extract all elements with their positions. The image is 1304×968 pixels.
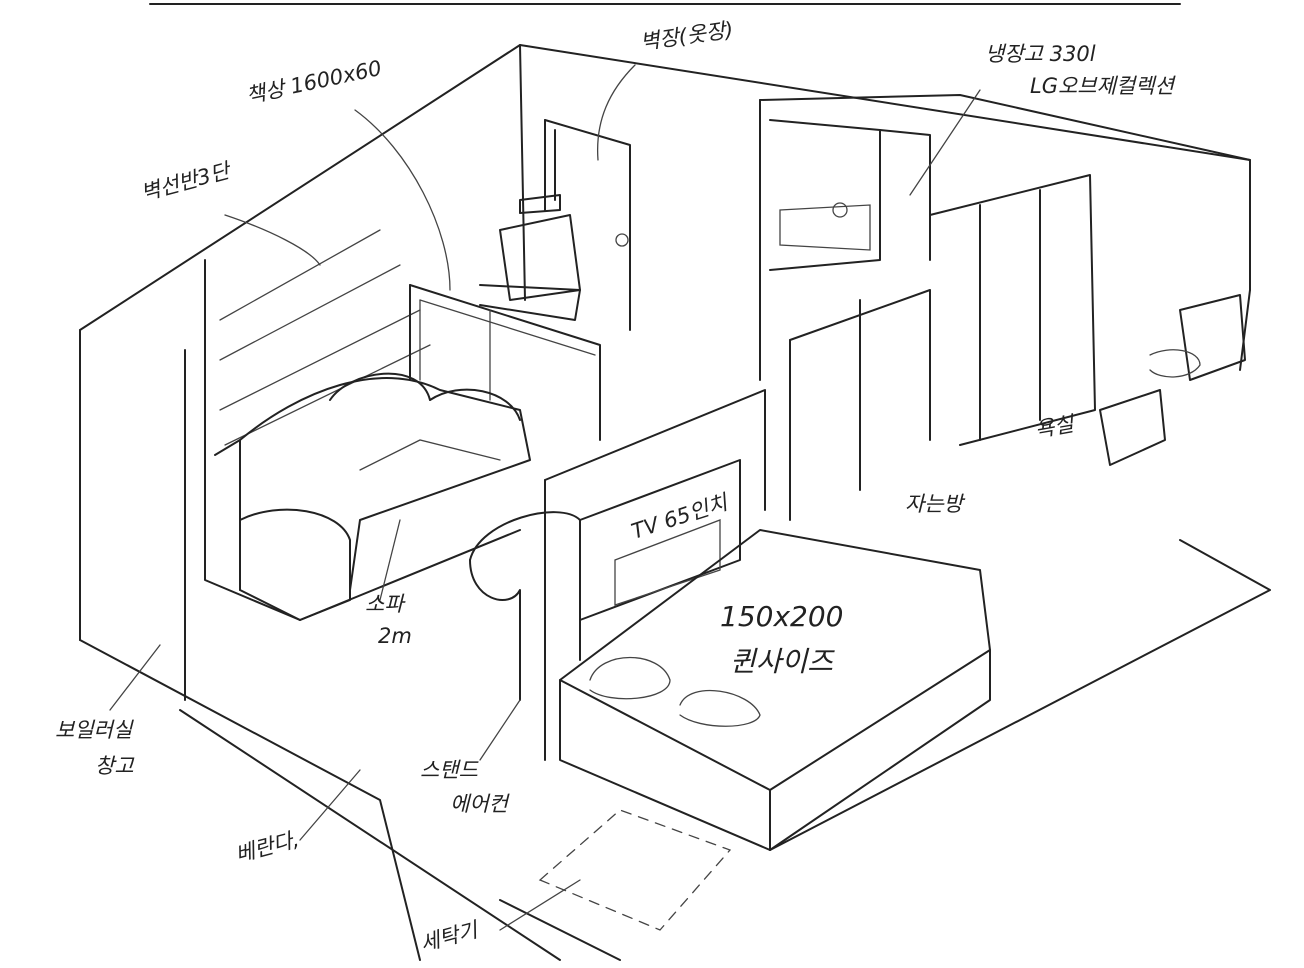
desk: [409, 284, 601, 441]
label-boiler-2: 창고: [95, 754, 134, 778]
label-fridge-1: 냉장고 330l: [985, 42, 1096, 66]
leader-lines: [109, 64, 981, 931]
stand-aircon: [469, 511, 581, 701]
label-fridge-2: LG오브제컬렉션: [1030, 74, 1174, 98]
label-boiler-1: 보일러실: [55, 718, 133, 742]
partition-walls: [184, 174, 1096, 761]
wall-shelves: [219, 229, 431, 446]
label-aircon-1: 스탠드: [420, 758, 478, 782]
label-sofa-2: 2m: [378, 624, 412, 648]
label-aircon-2: 에어컨: [450, 792, 508, 816]
label-bedroom: 자는방: [905, 492, 963, 516]
label-sofa-1: 소파: [365, 592, 404, 616]
bed: [559, 529, 991, 851]
fridge-kitchen: [769, 119, 931, 271]
closet-door: [544, 119, 631, 331]
bathroom-fixtures: [1099, 294, 1246, 466]
tv: [579, 459, 741, 621]
sofa: [214, 372, 531, 621]
outer-walls: [79, 44, 1271, 961]
label-bed-1: 150x200: [720, 600, 844, 633]
washer-mat: [538, 809, 732, 931]
chair: [479, 194, 581, 321]
label-bed-2: 퀸사이즈: [730, 645, 834, 678]
